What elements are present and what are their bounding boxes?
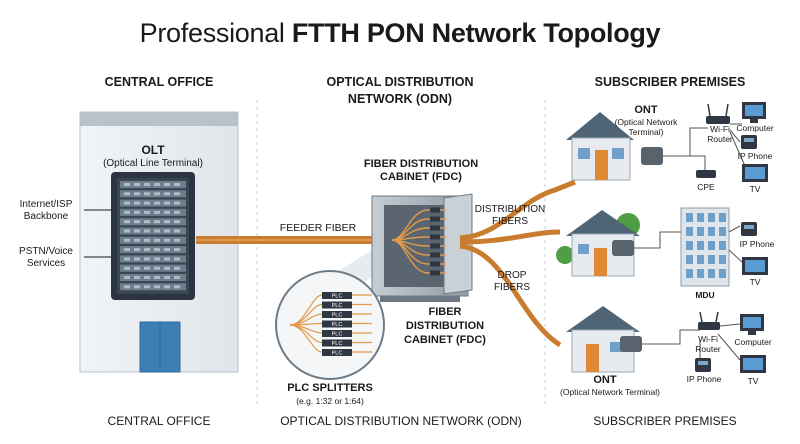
computer-label-bottom: Computer [734,337,772,347]
olt-subtitle: (Optical Line Terminal) [103,158,203,169]
plc-module [322,349,352,356]
plc-module-label: PLC [332,313,343,319]
router-icon-top [706,103,730,124]
feeder-fiber-label: FEEDER FIBER [279,222,357,234]
ont-top-line1: (Optical Network [614,117,678,127]
router-icon-bottom [698,311,720,330]
drop-fiber-bottom [459,243,562,348]
drop-fibers-line2: FIBERS [493,282,531,293]
footer-central-office: CENTRAL OFFICE [107,414,211,428]
ont-box-bottom [620,336,642,352]
cpe-icon [696,170,716,178]
plc-module-label: PLC [332,332,343,338]
house-top [566,112,634,181]
ont-top-line2: Terminal) [628,127,664,137]
tv-label-top: TV [749,184,761,194]
ip-phone-label-bottom: IP Phone [686,374,722,384]
plc-module [322,301,352,309]
tv-icon-bottom [740,355,766,373]
ont-bottom-title: ONT [593,374,617,386]
ont-box-mid [612,240,634,256]
plc-module [322,292,352,299]
plc-splitters-note: (e.g. 1:32 or 1:64) [296,396,364,406]
computer-icon-top [742,102,766,123]
fdc-top-line2: CABINET (FDC) [380,171,462,183]
distribution-fiber-mid [459,229,561,245]
plc-splitters-title: PLC SPLITTERS [287,382,373,394]
plc-module [322,330,352,337]
plc-module [322,339,352,347]
title-prefix: Professional [139,18,292,48]
fdc-fanout [391,207,446,276]
pstn-label-2: Services [26,258,66,269]
mdu-label: MDU [695,290,715,300]
ip-phone-icon-bottom [695,358,711,372]
footer-odn: OPTICAL DISTRIBUTION NETWORK (ODN) [280,414,522,428]
ip-phone-label-top: IP Phone [737,151,773,161]
plc-module-label: PLC [332,322,343,328]
header-odn-line1: OPTICAL DISTRIBUTION [326,75,474,89]
distribution-fiber-top [459,179,576,241]
isp-label-2: Backbone [23,211,69,222]
drop-fibers-line1: DROP [497,270,527,281]
plc-splitter-detail: PLC PLC PLC PLC PLC PLC PLC [275,270,385,380]
computer-label-top: Computer [736,123,774,133]
wifi-router-bottom-line1: Wi-Fi [698,334,718,344]
dist-fibers-line1: DISTRIBUTION [474,204,546,215]
tv-label-mid: TV [749,277,761,287]
ip-phone-icon-top [741,135,757,149]
plc-module-label: PLC [332,351,343,357]
isp-label-1: Internet/ISP [19,199,73,210]
fdc-cabinet [371,193,473,302]
mdu-building [680,207,730,287]
plc-module-label: PLC [332,341,343,347]
computer-icon-bottom [740,314,764,335]
page-title: Professional FTTH PON Network Topology [0,18,800,49]
wifi-router-top-line2: Router [707,134,733,144]
fdc-bottom-line1: FIBER [428,306,462,318]
olt-rack [111,172,195,300]
pstn-label-1: PSTN/Voice [19,246,73,257]
fdc-top-line1: FIBER DISTRIBUTION [363,158,479,170]
ont-box-top [641,147,663,165]
header-central-office: CENTRAL OFFICE [104,75,214,89]
header-odn-line2: NETWORK (ODN) [347,92,453,106]
title-main: FTTH PON Network Topology [291,18,661,48]
device-links [634,123,746,361]
fdc-bottom-line3: CABINET (FDC) [404,334,486,346]
tv-label-bottom: TV [747,376,759,386]
dist-fibers-line2: FIBERS [491,216,529,227]
ip-phone-icon-mid [741,222,757,236]
plc-module [322,320,352,328]
wifi-router-bottom-line2: Router [695,344,721,354]
ip-phone-label-mid: IP Phone [739,239,775,249]
wifi-router-top-line1: Wi-Fi [710,124,730,134]
ont-top-title: ONT [634,104,658,116]
footer-subscriber: SUBSCRIBER PREMISES [593,414,737,428]
plc-module-label: PLC [332,303,343,309]
fdc-bottom-line2: DISTRIBUTION [405,320,485,332]
tv-icon-top [742,164,768,182]
plc-module [322,311,352,318]
ont-bottom-subtitle: (Optical Network Terminal) [560,387,660,397]
plc-module-label: PLC [332,294,343,300]
olt-title: OLT [141,143,165,157]
cpe-label: CPE [697,182,715,192]
tv-icon-mid [742,257,768,275]
header-subscriber: SUBSCRIBER PREMISES [594,75,746,89]
